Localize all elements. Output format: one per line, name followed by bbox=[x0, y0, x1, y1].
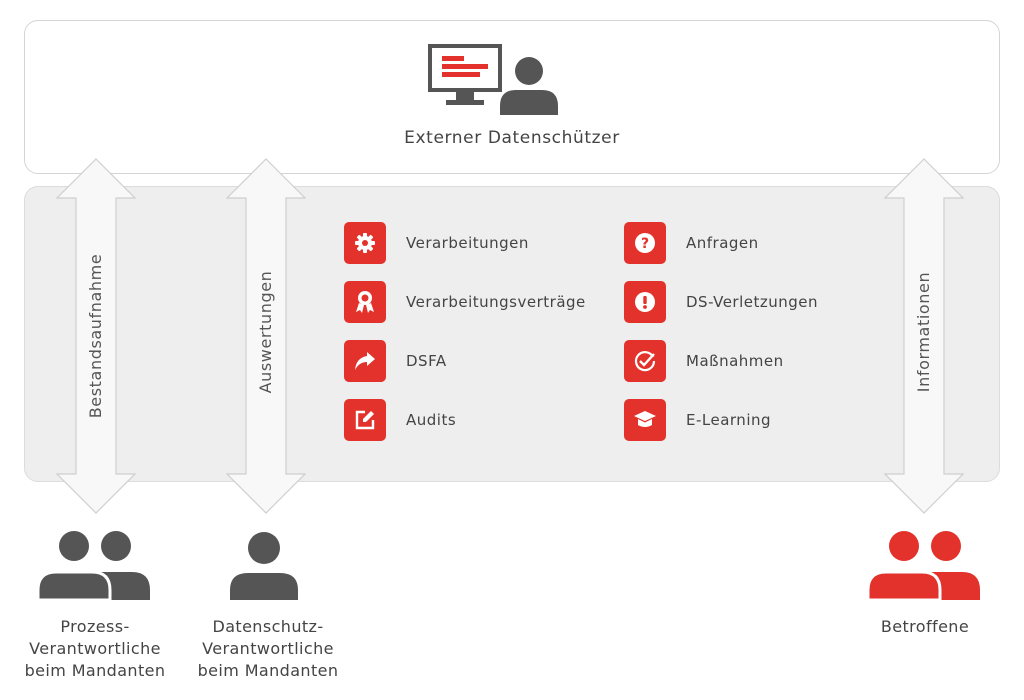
feature-audits[interactable]: Audits bbox=[344, 399, 456, 441]
arrow-label-inventory: Bestandsaufnahme bbox=[86, 253, 105, 419]
feature-label: Maßnahmen bbox=[686, 352, 784, 370]
feature-label: DS-Verletzungen bbox=[686, 293, 819, 311]
double-arrow-middle bbox=[226, 158, 306, 514]
arrow-label-information: Informationen bbox=[914, 271, 933, 393]
label-line: Datenschutz- bbox=[212, 617, 324, 636]
monitor-person-icon bbox=[428, 44, 558, 115]
label-line: Prozess- bbox=[60, 617, 130, 636]
feature-label: Verarbeitungsverträge bbox=[406, 293, 586, 311]
feature-dsfa[interactable]: DSFA bbox=[344, 340, 447, 382]
exclamation-icon bbox=[624, 281, 666, 323]
process-owners-label: Prozess- Verantwortliche beim Mandanten bbox=[20, 616, 170, 682]
double-arrow-right bbox=[884, 158, 964, 514]
people-group-icon bbox=[36, 531, 150, 602]
feature-label: E-Learning bbox=[686, 411, 772, 429]
feature-contracts[interactable]: Verarbeitungsverträge bbox=[344, 281, 586, 323]
feature-measures[interactable]: Maßnahmen bbox=[624, 340, 784, 382]
feature-breaches[interactable]: DS-Verletzungen bbox=[624, 281, 818, 323]
question-icon: ? bbox=[624, 222, 666, 264]
label-line: Betroffene bbox=[880, 617, 970, 636]
feature-processing[interactable]: Verarbeitungen bbox=[344, 222, 529, 264]
label-line: beim Mandanten bbox=[24, 661, 166, 680]
external-dpo-title: Externer Datenschützer bbox=[404, 128, 620, 148]
affected-people-icon bbox=[866, 531, 980, 602]
label-line: Verantwortliche bbox=[202, 639, 334, 658]
label-line: Verantwortliche bbox=[29, 639, 161, 658]
share-arrow-icon bbox=[344, 340, 386, 382]
privacy-owners-label: Datenschutz- Verantwortliche beim Mandan… bbox=[188, 616, 348, 682]
feature-elearning[interactable]: E-Learning bbox=[624, 399, 771, 441]
arrow-label-reports: Auswertungen bbox=[256, 270, 275, 394]
svg-text:?: ? bbox=[641, 236, 649, 252]
feature-label: Verarbeitungen bbox=[406, 234, 529, 252]
person-icon bbox=[230, 532, 298, 600]
feature-requests[interactable]: ? Anfragen bbox=[624, 222, 759, 264]
graduation-cap-icon bbox=[624, 399, 666, 441]
gear-icon bbox=[344, 222, 386, 264]
check-circle-icon bbox=[624, 340, 666, 382]
feature-label: Anfragen bbox=[686, 234, 759, 252]
affected-label: Betroffene bbox=[850, 616, 1000, 638]
award-icon bbox=[344, 281, 386, 323]
feature-label: Audits bbox=[406, 411, 457, 429]
label-line: beim Mandanten bbox=[197, 661, 339, 680]
double-arrow-left bbox=[56, 158, 136, 514]
feature-label: DSFA bbox=[406, 352, 447, 370]
features-panel bbox=[24, 186, 1000, 482]
edit-icon bbox=[344, 399, 386, 441]
